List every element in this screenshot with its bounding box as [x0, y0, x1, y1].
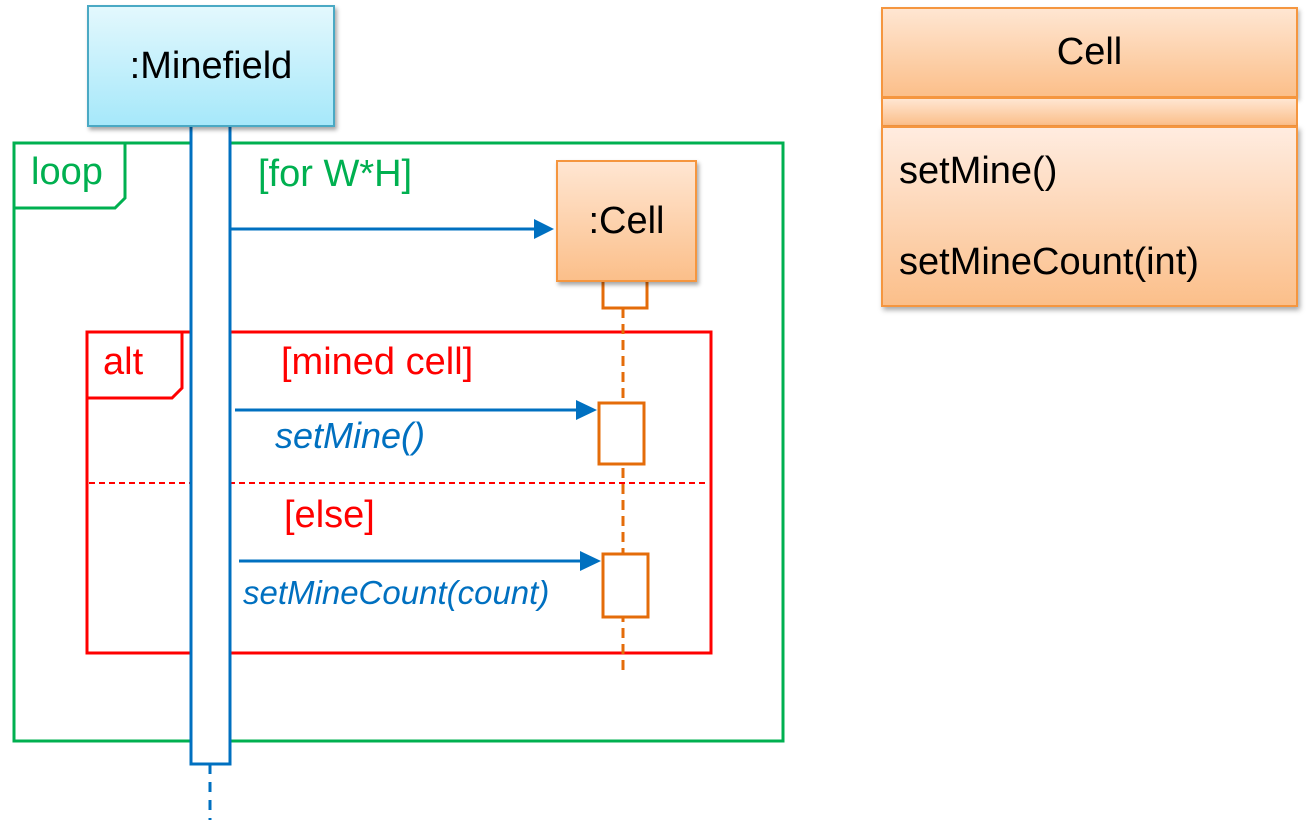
setminecount-message-label: setMineCount(count) — [243, 574, 550, 611]
minefield-lifeline-head: :Minefield — [87, 5, 335, 127]
setminecount-message-arrowhead — [580, 551, 601, 571]
class-name: Cell — [1056, 31, 1123, 73]
create-message-arrowhead — [534, 219, 554, 239]
loop-operator-tab — [12, 141, 127, 210]
class-operations-compartment: setMine() setMineCount(int) — [881, 126, 1298, 307]
loop-frame — [12, 141, 785, 743]
minefield-label: :Minefield — [129, 44, 293, 87]
alt-operator-label: alt — [103, 341, 144, 383]
alt-frame — [85, 330, 713, 655]
cell-label: :Cell — [588, 199, 665, 242]
loop-operator-label: loop — [31, 151, 103, 193]
class-attributes-compartment — [881, 97, 1298, 127]
class-operation: setMineCount(int) — [899, 241, 1199, 283]
cell-lifeline-head: :Cell — [556, 160, 697, 282]
alt-operator-tab — [85, 330, 184, 400]
minefield-activation — [189, 122, 232, 766]
cell-activation-setminecount — [601, 552, 650, 619]
alt-guard-else: [else] — [284, 494, 375, 536]
class-name-compartment: Cell — [881, 7, 1298, 98]
cell-activation-setmine — [597, 401, 646, 466]
loop-guard: [for W*H] — [258, 153, 413, 195]
setmine-message-arrowhead — [576, 400, 597, 420]
cell-activation-create — [601, 278, 649, 310]
alt-guard-mined: [mined cell] — [281, 341, 474, 383]
class-operation: setMine() — [899, 150, 1058, 192]
setmine-message-label: setMine() — [275, 415, 426, 456]
